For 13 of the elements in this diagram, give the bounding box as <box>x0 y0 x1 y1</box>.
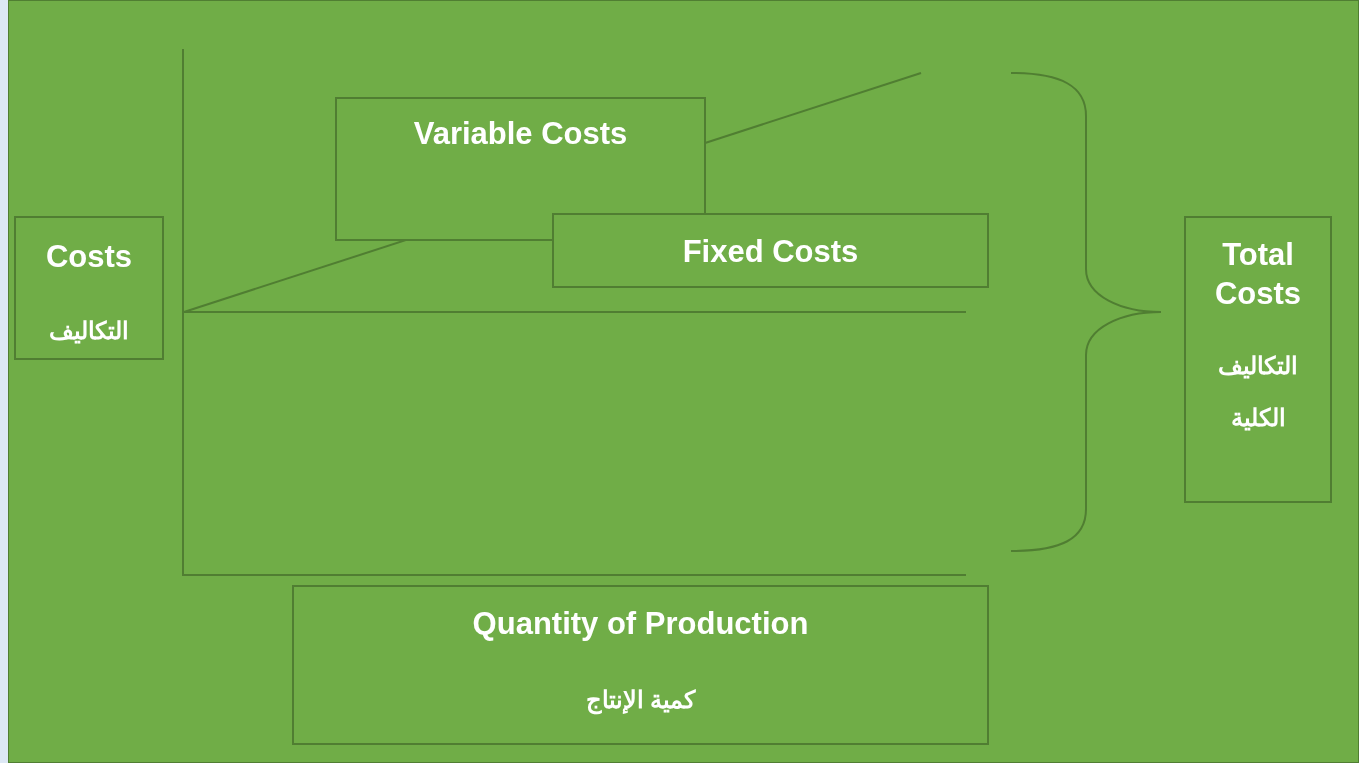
result-label-box <box>1184 216 1332 503</box>
cost-label-box <box>552 213 989 288</box>
axis-label-box <box>14 216 164 360</box>
english-label: Total Costs <box>1213 236 1303 313</box>
english-label: Fixed Costs <box>682 233 859 271</box>
english-label: Quantity of Production <box>472 605 809 643</box>
english-label: Costs <box>45 238 133 276</box>
arabic-label: كمية الإنتاج <box>585 684 696 717</box>
english-label: Variable Costs <box>413 115 628 153</box>
arabic-label: التكاليف <box>49 315 129 346</box>
arabic-label: التكاليف الكلية <box>1217 350 1299 434</box>
cost-label-box <box>335 97 706 241</box>
axis-label-box <box>292 585 989 745</box>
